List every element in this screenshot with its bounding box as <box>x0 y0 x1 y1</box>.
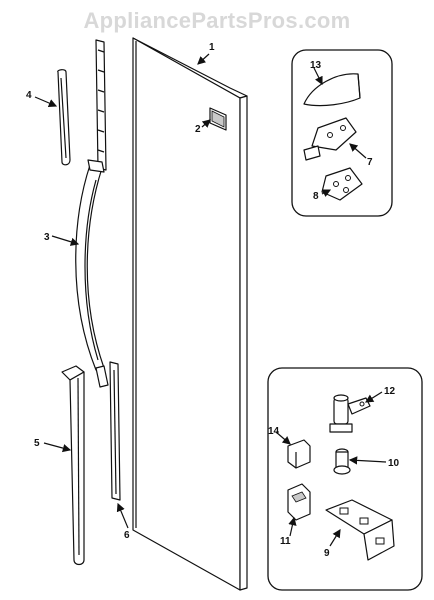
hinge-cover <box>303 73 361 107</box>
callout-4: 4 <box>26 90 32 101</box>
callout-1: 1 <box>209 42 215 53</box>
hinge-plate <box>321 167 363 201</box>
lower-handle-trim <box>61 365 85 566</box>
callout-11: 11 <box>280 536 291 547</box>
small-bracket <box>287 439 311 469</box>
callout-5: 5 <box>34 438 40 449</box>
closer-cam <box>287 483 311 521</box>
callout-6: 6 <box>124 530 130 541</box>
door-gasket-strip <box>109 361 121 501</box>
callout-3: 3 <box>44 232 50 243</box>
door-edge-strip <box>95 39 107 171</box>
callout-14: 14 <box>268 426 280 437</box>
hinge-roller <box>333 448 351 475</box>
callout-8: 8 <box>313 191 319 202</box>
door-label-badge <box>209 107 227 131</box>
callout-labels: 1 2 3 4 5 6 7 8 9 10 11 12 13 14 <box>26 42 400 559</box>
callout-9: 9 <box>324 548 330 559</box>
callout-12: 12 <box>384 386 396 397</box>
bottom-hinge <box>325 499 395 561</box>
callout-7: 7 <box>367 157 373 168</box>
door-panel <box>132 37 248 591</box>
callout-13: 13 <box>310 60 322 71</box>
watermark-logo: AppliancePartsPros.com <box>83 8 351 33</box>
door-handle <box>75 159 109 388</box>
callout-2: 2 <box>195 124 201 135</box>
upper-handle-trim <box>57 69 71 166</box>
upper-hinge-inset <box>291 49 393 217</box>
leader-lines <box>34 53 387 547</box>
lower-hinge-inset <box>267 367 423 591</box>
callout-10: 10 <box>388 458 400 469</box>
hinge-pin-assembly <box>329 394 371 433</box>
top-hinge-bracket <box>303 117 357 161</box>
